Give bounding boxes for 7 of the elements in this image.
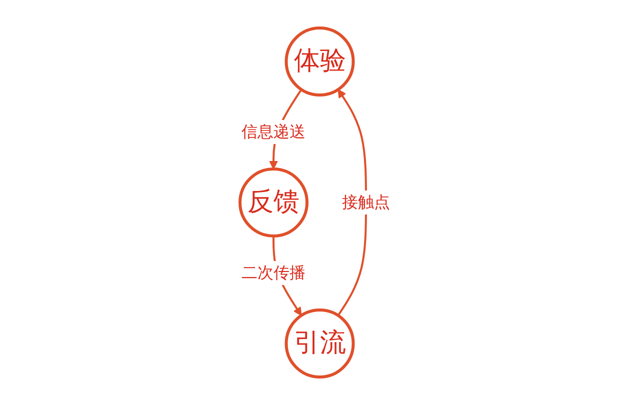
arrow	[337, 89, 367, 316]
node-circle: 引流	[284, 308, 355, 378]
edge-label: 二次传播	[242, 263, 306, 282]
edge-label: 接触点	[342, 192, 390, 212]
node-circle: 反馈	[238, 168, 308, 238]
edge-label: 信息递送	[242, 122, 306, 141]
node-circle: 体验	[284, 26, 355, 96]
